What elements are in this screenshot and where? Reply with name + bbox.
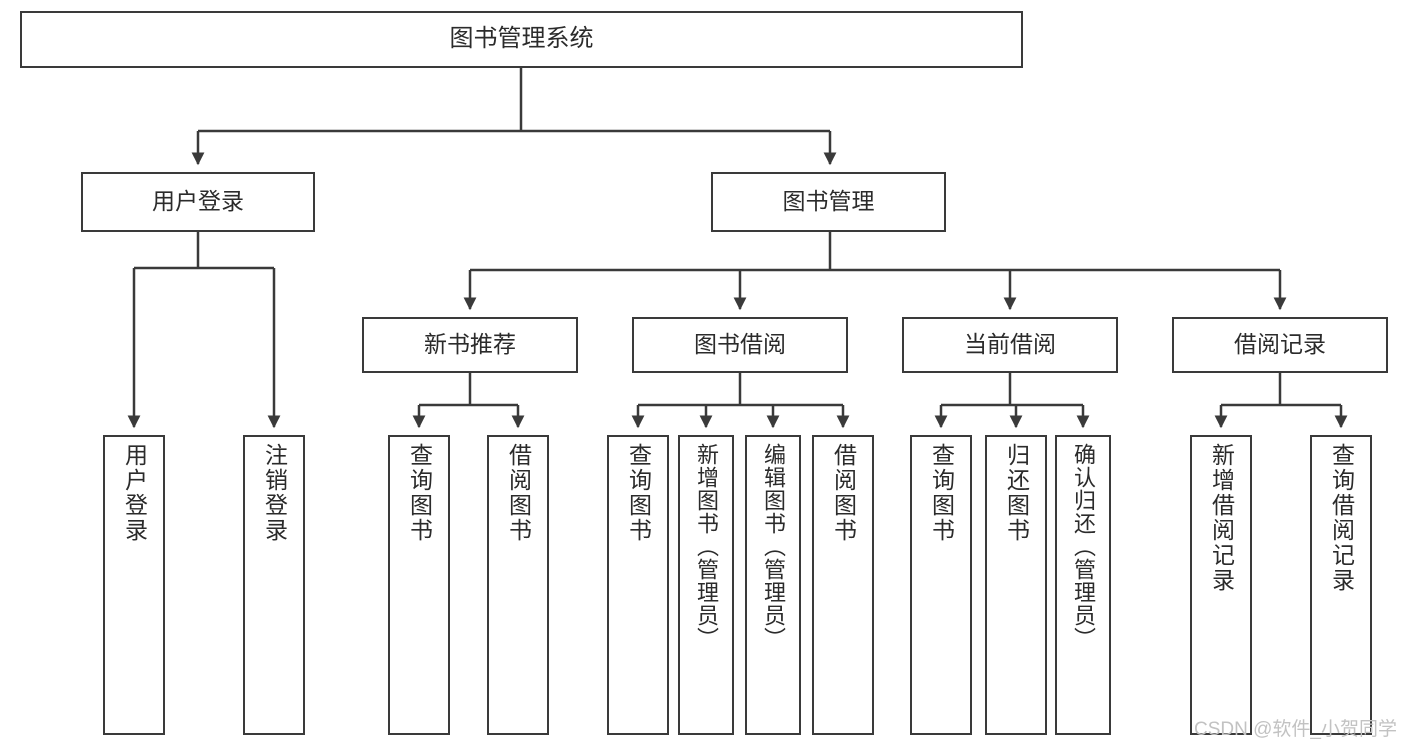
node-leaf-add-record[interactable]: 新增借阅记录 <box>1190 435 1252 735</box>
node-leaf-borrow-book-label: 借阅图书 <box>830 443 857 543</box>
node-borrow-record[interactable]: 借阅记录 <box>1172 317 1388 373</box>
node-book-borrow-label: 图书借阅 <box>694 331 786 358</box>
node-leaf-query-book-borrow[interactable]: 查询图书 <box>607 435 669 735</box>
node-leaf-user-login[interactable]: 用户登录 <box>103 435 165 735</box>
node-new-book-recommend-label: 新书推荐 <box>424 331 516 358</box>
watermark: CSDN @软件_小贺同学 <box>1194 719 1397 740</box>
node-leaf-return-book[interactable]: 归还图书 <box>985 435 1047 735</box>
node-root[interactable]: 图书管理系统 <box>20 11 1023 68</box>
node-leaf-confirm-return-label: 确认归还（管理员） <box>1071 443 1096 650</box>
node-leaf-logout-label: 注销登录 <box>261 443 288 543</box>
node-leaf-query-book-borrow-label: 查询图书 <box>625 443 652 543</box>
node-root-label: 图书管理系统 <box>449 25 594 53</box>
node-leaf-borrow-book-rec[interactable]: 借阅图书 <box>487 435 549 735</box>
node-leaf-logout[interactable]: 注销登录 <box>243 435 305 735</box>
node-borrow-record-label: 借阅记录 <box>1234 331 1326 358</box>
node-new-book-recommend[interactable]: 新书推荐 <box>362 317 578 373</box>
node-leaf-query-record-label: 查询借阅记录 <box>1328 443 1355 593</box>
node-leaf-query-book-current[interactable]: 查询图书 <box>910 435 972 735</box>
node-current-borrow-label: 当前借阅 <box>964 331 1056 358</box>
node-current-borrow[interactable]: 当前借阅 <box>902 317 1118 373</box>
node-leaf-borrow-book-rec-label: 借阅图书 <box>505 443 532 543</box>
node-leaf-query-book-current-label: 查询图书 <box>928 443 955 543</box>
node-book-borrow[interactable]: 图书借阅 <box>632 317 848 373</box>
node-leaf-edit-book[interactable]: 编辑图书（管理员） <box>745 435 801 735</box>
node-user-login-label: 用户登录 <box>152 188 244 215</box>
node-leaf-query-book-rec-label: 查询图书 <box>406 443 433 543</box>
node-leaf-query-record[interactable]: 查询借阅记录 <box>1310 435 1372 735</box>
node-user-login[interactable]: 用户登录 <box>81 172 315 232</box>
node-leaf-user-login-label: 用户登录 <box>121 443 148 543</box>
node-leaf-return-book-label: 归还图书 <box>1003 443 1030 543</box>
node-book-manage[interactable]: 图书管理 <box>711 172 946 232</box>
node-leaf-add-book-label: 新增图书（管理员） <box>694 443 719 650</box>
node-leaf-confirm-return[interactable]: 确认归还（管理员） <box>1055 435 1111 735</box>
node-leaf-query-book-rec[interactable]: 查询图书 <box>388 435 450 735</box>
node-leaf-add-record-label: 新增借阅记录 <box>1208 443 1235 593</box>
node-leaf-borrow-book[interactable]: 借阅图书 <box>812 435 874 735</box>
node-leaf-edit-book-label: 编辑图书（管理员） <box>761 443 786 650</box>
node-book-manage-label: 图书管理 <box>782 188 875 215</box>
node-leaf-add-book[interactable]: 新增图书（管理员） <box>678 435 734 735</box>
